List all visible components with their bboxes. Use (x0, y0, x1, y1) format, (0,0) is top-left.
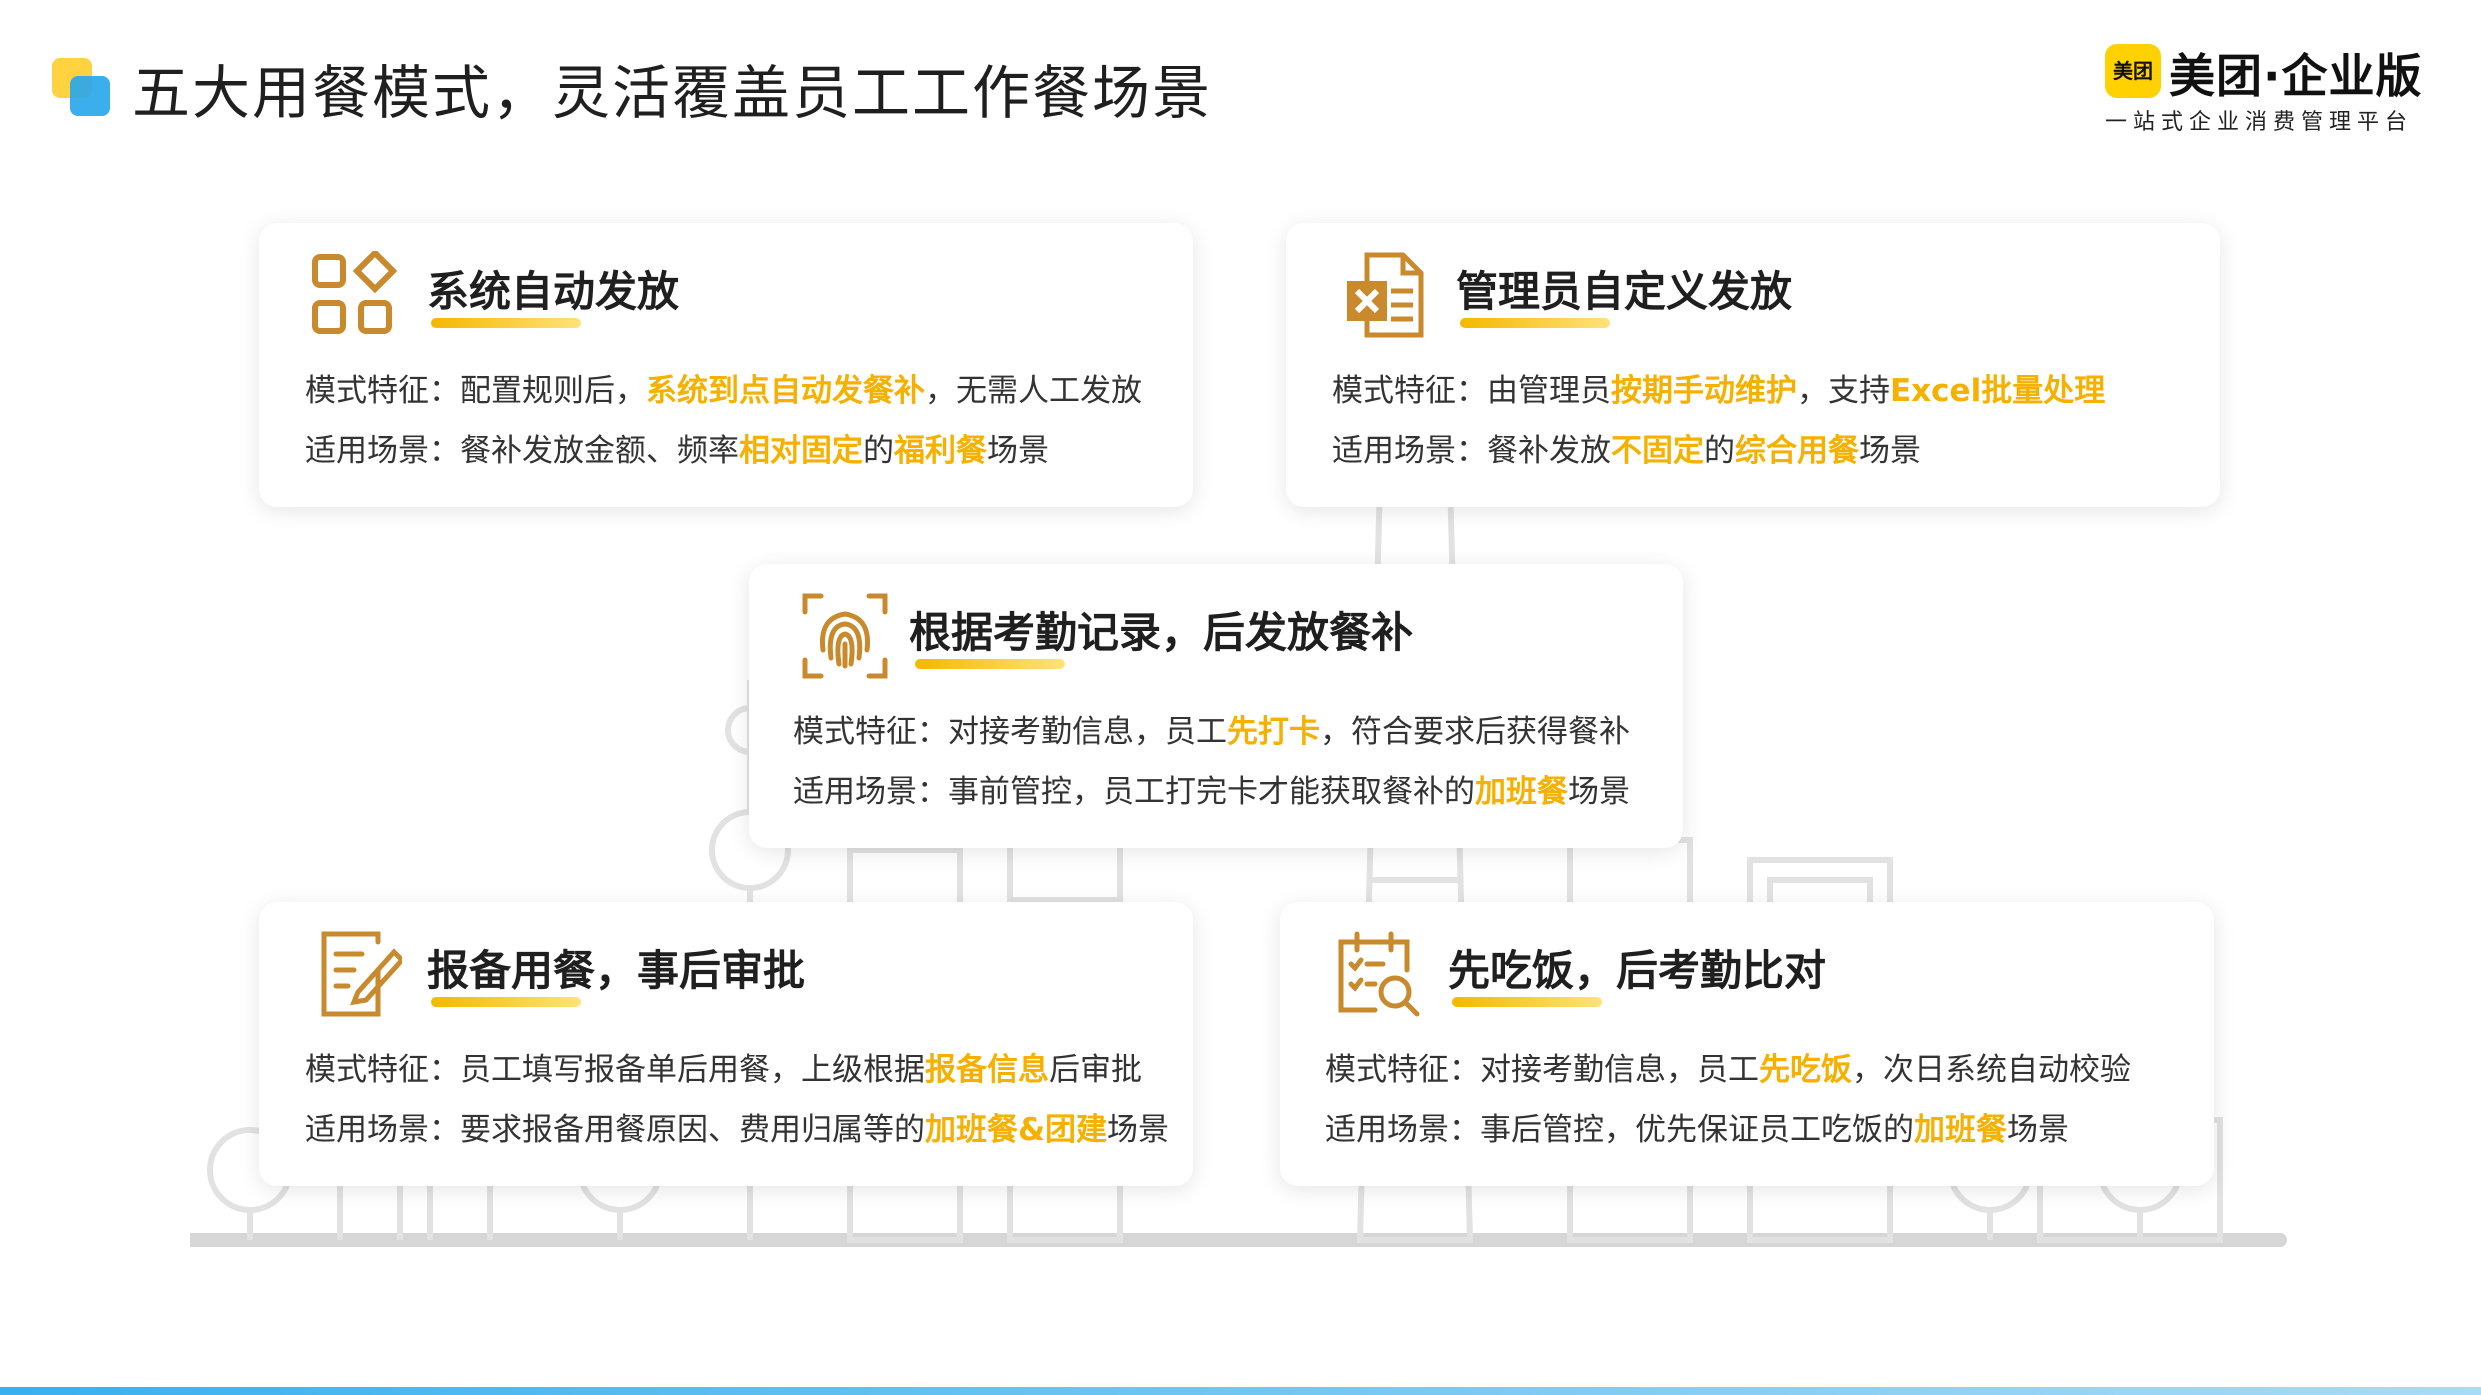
bottom-accent-bar (0, 1387, 2481, 1395)
fingerprint-icon (802, 593, 888, 679)
card-title: 根据考勤记录，后发放餐补 (909, 608, 1414, 657)
applicable-scene: 适用场景：事后管控，优先保证员工吃饭的加班餐场景 (1325, 1112, 2069, 1148)
mode-card-auto-issue: 系统自动发放 模式特征：配置规则后，系统到点自动发餐补，无需人工发放 适用场景：… (259, 223, 1193, 507)
calendar-search-icon (1338, 931, 1420, 1017)
title-underline (1452, 997, 1602, 1007)
mode-feature: 模式特征：对接考勤信息，员工先打卡，符合要求后获得餐补 (793, 714, 1630, 750)
mode-feature: 模式特征：员工填写报备单后用餐，上级根据报备信息后审批 (305, 1052, 1142, 1088)
logo-subtitle: 一站式企业消费管理平台 (2105, 110, 2414, 135)
applicable-scene: 适用场景：餐补发放金额、频率相对固定的福利餐场景 (305, 433, 1049, 469)
logo-text: 美团·企业版 (2169, 49, 2423, 103)
logo-mark: 美团 (2105, 44, 2161, 98)
applicable-scene: 适用场景：餐补发放不固定的综合用餐场景 (1332, 433, 1921, 469)
title-underline (1460, 318, 1610, 328)
applicable-scene: 适用场景：事前管控，员工打完卡才能获取餐补的加班餐场景 (793, 774, 1630, 810)
page-title: 五大用餐模式，灵活覆盖员工工作餐场景 (132, 59, 1213, 127)
card-title: 系统自动发放 (427, 267, 680, 316)
card-title: 管理员自定义发放 (1456, 267, 1793, 316)
title-bullet-icon (52, 58, 112, 116)
mode-card-eat-then-check: 先吃饭，后考勤比对 模式特征：对接考勤信息，员工先吃饭，次日系统自动校验 适用场… (1280, 902, 2214, 1186)
title-underline (431, 997, 581, 1007)
card-title: 先吃饭，后考勤比对 (1448, 946, 1827, 995)
title-underline (915, 659, 1065, 669)
mode-card-attendance-issue: 根据考勤记录，后发放餐补 模式特征：对接考勤信息，员工先打卡，符合要求后获得餐补… (749, 564, 1683, 848)
mode-feature: 模式特征：由管理员按期手动维护，支持Excel批量处理 (1332, 373, 2106, 409)
card-title: 报备用餐，事后审批 (427, 946, 806, 995)
mode-card-admin-issue: 管理员自定义发放 模式特征：由管理员按期手动维护，支持Excel批量处理 适用场… (1286, 223, 2220, 507)
apps-grid-icon (312, 251, 397, 334)
edit-document-icon (321, 931, 402, 1017)
mode-card-report-approve: 报备用餐，事后审批 模式特征：员工填写报备单后用餐，上级根据报备信息后审批 适用… (259, 902, 1193, 1186)
mode-feature: 模式特征：对接考勤信息，员工先吃饭，次日系统自动校验 (1325, 1052, 2131, 1088)
title-underline (431, 318, 581, 328)
meituan-enterprise-logo: 美团 美团·企业版 一站式企业消费管理平台 (2105, 42, 2425, 135)
mode-feature: 模式特征：配置规则后，系统到点自动发餐补，无需人工发放 (305, 373, 1142, 409)
excel-file-icon (1347, 252, 1424, 338)
applicable-scene: 适用场景：要求报备用餐原因、费用归属等的加班餐&团建场景 (305, 1112, 1170, 1148)
